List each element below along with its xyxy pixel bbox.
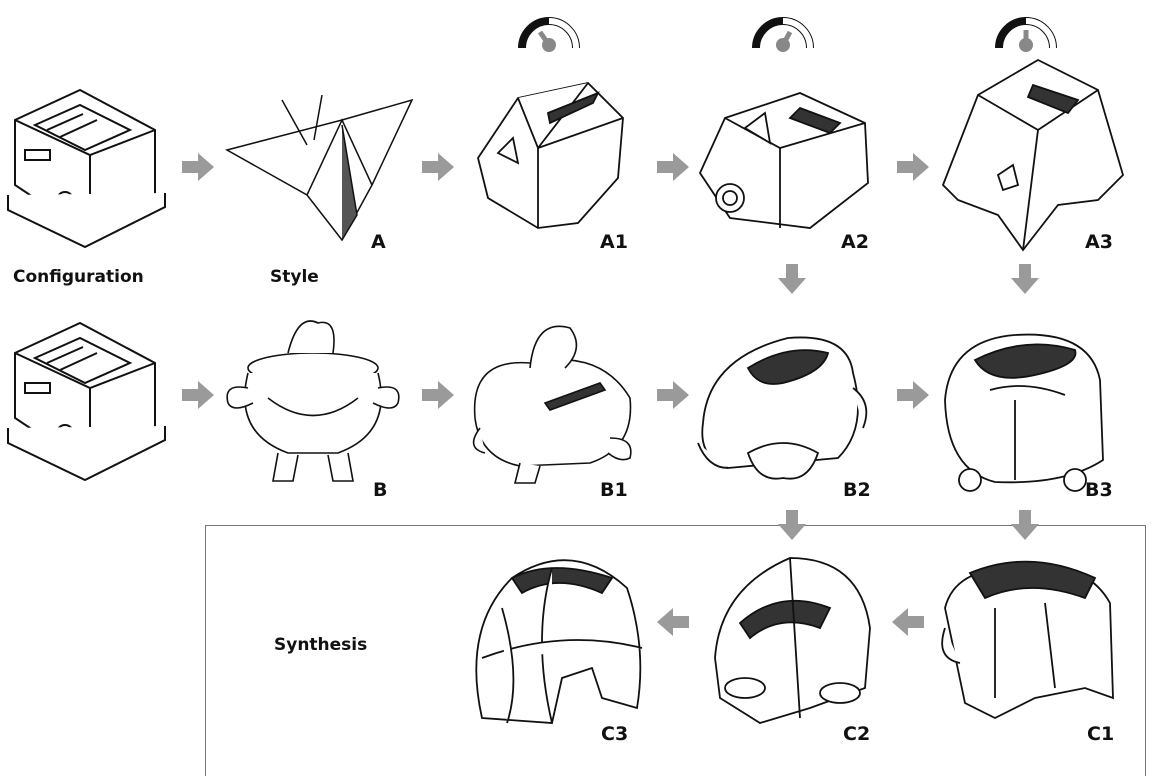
arrow-right-icon xyxy=(895,380,931,410)
arrow-down-icon xyxy=(1010,262,1040,296)
tag-b2: B2 xyxy=(843,481,871,500)
toaster-b1 xyxy=(460,308,645,488)
tag-c2: C2 xyxy=(843,725,870,744)
arrow-down-icon xyxy=(777,508,807,542)
style-label: Style xyxy=(270,269,319,286)
gauge-icon xyxy=(995,12,1057,52)
tag-b: B xyxy=(373,481,387,500)
tag-a1: A1 xyxy=(600,233,628,252)
arrow-left-icon xyxy=(890,607,926,637)
toaster-a2 xyxy=(690,88,875,238)
tag-b3: B3 xyxy=(1085,481,1113,500)
toaster-configuration-a xyxy=(5,85,170,250)
style-b-ornate-urn xyxy=(218,303,408,488)
toaster-c1 xyxy=(935,548,1120,728)
toaster-b2 xyxy=(688,328,878,488)
arrow-left-icon xyxy=(655,607,691,637)
tag-b1: B1 xyxy=(600,481,628,500)
toaster-c2 xyxy=(700,548,875,728)
arrow-down-icon xyxy=(1010,508,1040,542)
style-a-stealth-jet xyxy=(222,95,417,245)
arrow-right-icon xyxy=(895,152,931,182)
tag-a2: A2 xyxy=(841,233,869,252)
gauge-icon xyxy=(752,12,814,52)
tag-c1: C1 xyxy=(1087,725,1114,744)
toaster-configuration-b xyxy=(5,318,170,483)
gauge-icon xyxy=(518,12,580,52)
configuration-label: Configuration xyxy=(13,269,144,286)
arrow-right-icon xyxy=(420,152,456,182)
arrow-right-icon xyxy=(655,152,691,182)
tag-c3: C3 xyxy=(601,725,628,744)
arrow-right-icon xyxy=(180,152,216,182)
tag-a: A xyxy=(371,233,386,252)
toaster-a3 xyxy=(938,55,1128,255)
arrow-right-icon xyxy=(420,380,456,410)
arrow-right-icon xyxy=(655,380,691,410)
arrow-down-icon xyxy=(777,262,807,296)
tag-a3: A3 xyxy=(1085,233,1113,252)
arrow-right-icon xyxy=(180,380,216,410)
toaster-a1 xyxy=(468,78,633,238)
toaster-c3 xyxy=(462,548,647,728)
toaster-b3 xyxy=(935,320,1110,500)
